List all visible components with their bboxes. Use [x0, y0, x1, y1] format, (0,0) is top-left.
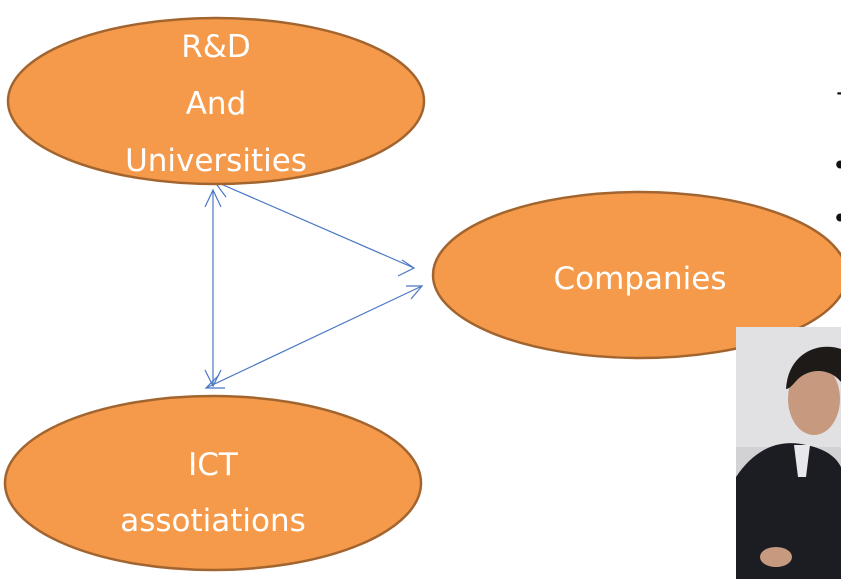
side-text-3: • — [832, 205, 841, 233]
node-rnd: R&D And Universities — [6, 16, 426, 186]
person-photo — [736, 327, 841, 579]
node-ict-line-1: ICT — [188, 447, 239, 483]
node-ict: ICT assotiations — [3, 394, 423, 572]
node-ict-line-2: assotiations — [120, 503, 306, 539]
connector-ict-companies — [204, 285, 424, 389]
node-rnd-line-2: And — [186, 86, 247, 122]
node-rnd-shape — [6, 16, 426, 186]
node-rnd-line-3: Universities — [125, 143, 307, 179]
node-companies-shape — [431, 190, 841, 360]
person-photo-image — [736, 327, 841, 579]
side-text-2: • — [832, 152, 841, 180]
side-text-1: - — [836, 78, 841, 106]
node-rnd-line-1: R&D — [181, 29, 251, 65]
connector-rnd-companies — [212, 180, 416, 277]
node-companies: Companies — [431, 190, 841, 360]
node-ict-shape — [3, 394, 423, 572]
connector-rnd-ict — [204, 188, 222, 388]
node-companies-line-1: Companies — [554, 261, 727, 297]
